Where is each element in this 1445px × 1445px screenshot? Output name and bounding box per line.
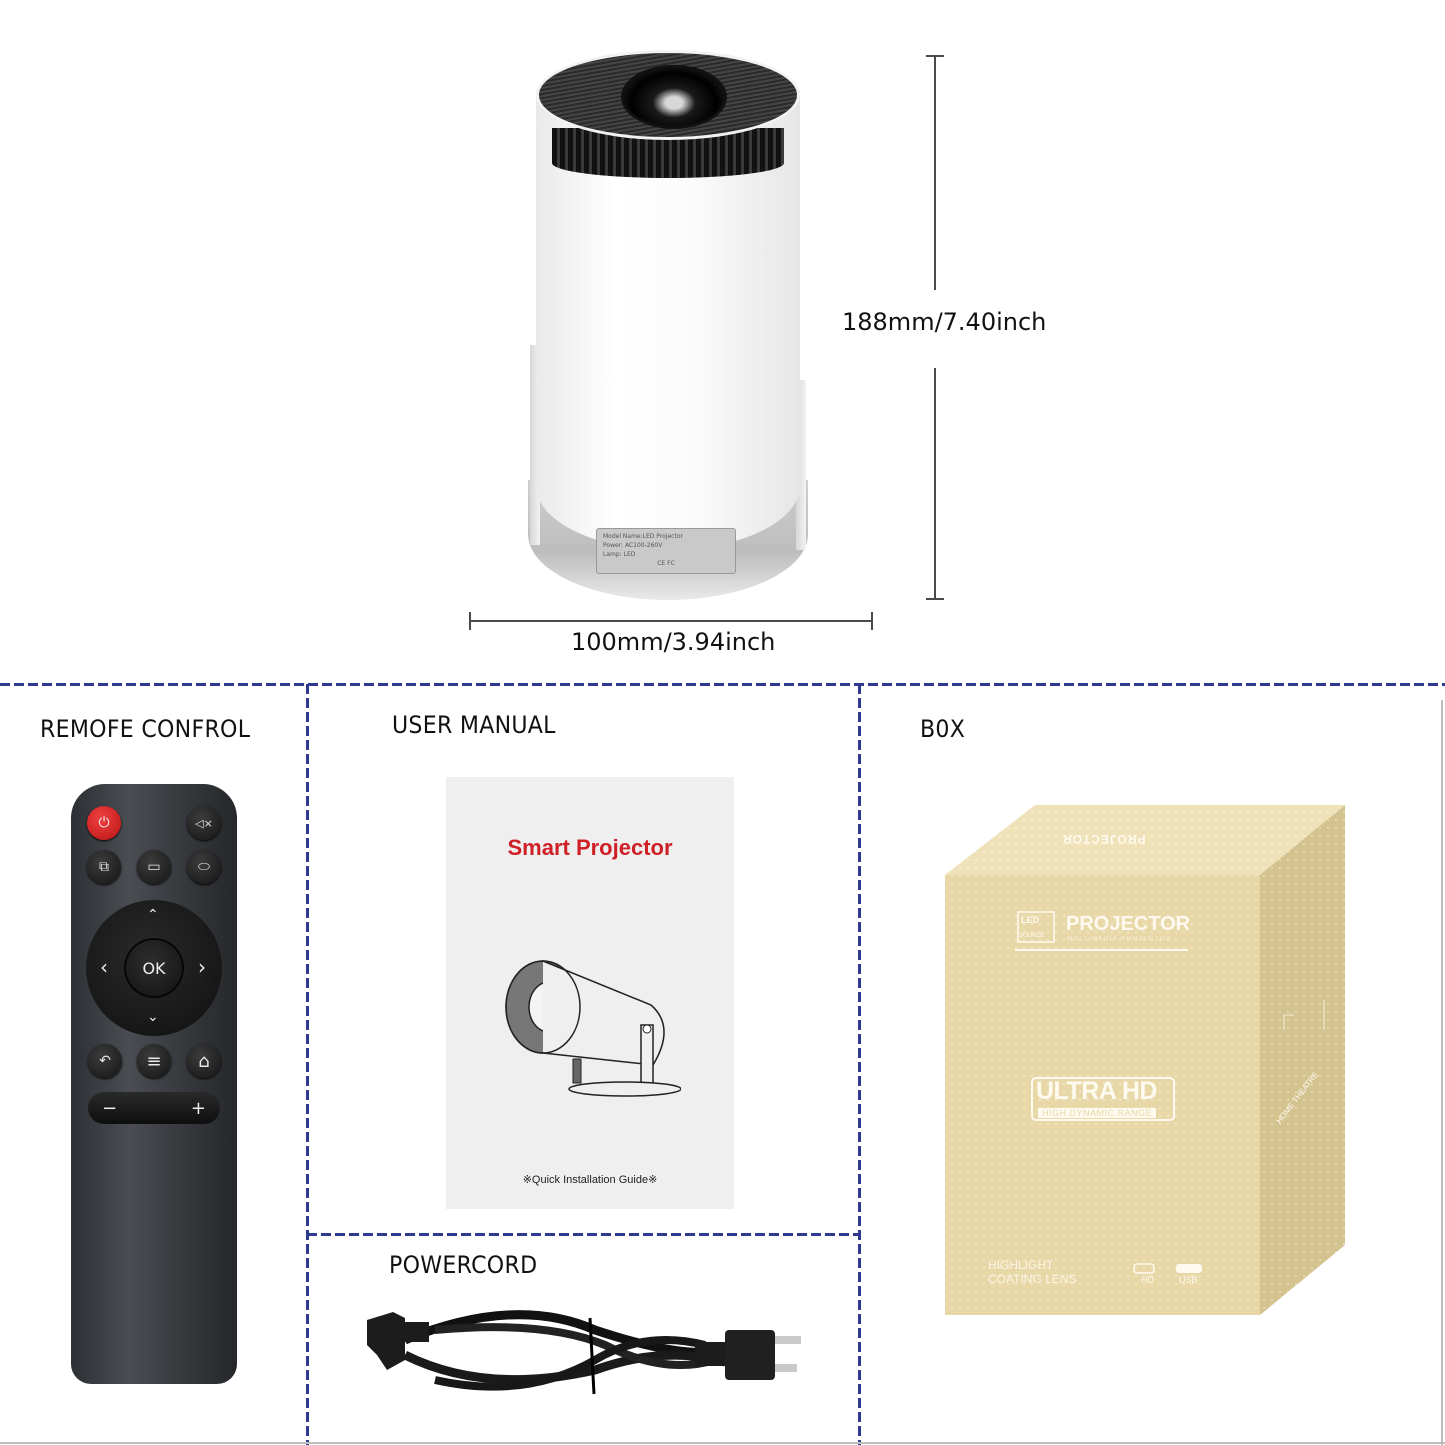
menu-icon: ≡	[146, 1050, 162, 1072]
box-badge-main: ULTRA HD	[1036, 1077, 1157, 1105]
box-logo-source: SOURCE	[1019, 933, 1045, 939]
box-port-usb: USB	[1179, 1275, 1198, 1285]
manual-panel-title: USER MANUAL	[392, 711, 556, 739]
up-arrow-button[interactable]: ⌃	[147, 907, 159, 923]
power-button[interactable]: ⏻	[87, 806, 121, 840]
volume-rocker[interactable]: − +	[88, 1092, 220, 1124]
remote-control: ⏻ ◁× ⧉ ▭ ⬭ ⌃ ⌄ ‹ › OK ↶ ≡ ⌂ − +	[71, 784, 237, 1384]
power-icon: ⏻	[98, 815, 110, 831]
width-dimension-cap-right	[871, 612, 873, 630]
user-manual-cover: Smart Projector ※Quick Installation Guid…	[446, 777, 734, 1209]
home-icon: ⌂	[198, 1050, 210, 1072]
mouse-icon: ⬭	[198, 859, 210, 875]
mute-button[interactable]: ◁×	[187, 806, 221, 840]
projector-stand-right	[796, 380, 806, 550]
projector-line-drawing-icon	[505, 960, 681, 1097]
projector-top-grille	[536, 50, 800, 140]
plug-connector	[695, 1330, 801, 1380]
divider-left	[306, 684, 309, 1445]
home-button[interactable]: ⌂	[187, 1044, 221, 1078]
input-button[interactable]: ⧉	[87, 850, 121, 884]
down-arrow-button[interactable]: ⌄	[147, 1009, 159, 1025]
box-3d-shape	[945, 805, 1345, 1315]
remote-panel-title: REMOFE CONFROL	[40, 715, 251, 743]
divider-right	[858, 684, 861, 1445]
box-panel-title: B0X	[920, 715, 966, 743]
cast-button[interactable]: ▭	[137, 850, 171, 884]
power-cord-image	[367, 1310, 801, 1395]
back-button[interactable]: ↶	[88, 1044, 122, 1078]
box-port-hd: HD	[1141, 1275, 1154, 1285]
right-arrow-button[interactable]: ›	[198, 955, 206, 979]
projector-product-image: Model Name:LED Projector Power: AC100-26…	[528, 50, 808, 600]
box-brand: PROJECTOR	[1066, 913, 1191, 935]
volume-down-button[interactable]: −	[102, 1097, 118, 1119]
back-icon: ↶	[99, 1053, 111, 1069]
projector-stand-left	[530, 345, 540, 545]
divider-middle	[307, 1233, 859, 1236]
height-dimension-cap-top	[926, 55, 944, 57]
right-edge	[1441, 700, 1443, 1445]
box-logo-led: LED	[1021, 915, 1039, 925]
box-feature-line1: HIGHLIGHT	[988, 1258, 1054, 1272]
bottom-edge	[0, 1442, 1445, 1444]
width-dimension-line	[470, 620, 873, 622]
projector-rating-label: Model Name:LED Projector Power: AC100-26…	[596, 528, 736, 574]
ok-button[interactable]: OK	[124, 938, 184, 998]
c7-connector	[367, 1312, 429, 1370]
directional-pad: ⌃ ⌄ ‹ › OK	[86, 900, 222, 1036]
box-badge-sub: HIGH DYNAMIC RANGE	[1038, 1108, 1157, 1118]
screen-cast-icon: ▭	[147, 859, 161, 875]
manual-cover-footer: ※Quick Installation Guide※	[522, 1174, 658, 1186]
box-brand-sub: MULTIMEDIA PROJECTOR	[1067, 936, 1172, 942]
box-feature-line2: COATING LENS	[988, 1272, 1077, 1286]
input-source-icon: ⧉	[99, 859, 109, 875]
left-arrow-button[interactable]: ‹	[100, 955, 108, 979]
projector-lens	[621, 65, 727, 129]
mute-icon: ◁×	[195, 816, 213, 830]
divider-top	[0, 683, 1445, 686]
box-top-text: PROJECTOR	[1062, 832, 1146, 846]
menu-button[interactable]: ≡	[137, 1044, 171, 1078]
manual-cover-title: Smart Projector	[507, 835, 673, 860]
height-dimension-label: 188mm/7.40inch	[842, 308, 1047, 336]
volume-up-button[interactable]: +	[190, 1097, 206, 1119]
height-dimension-cap-bottom	[926, 598, 944, 600]
mouse-button[interactable]: ⬭	[187, 850, 221, 884]
width-dimension-label: 100mm/3.94inch	[571, 628, 776, 656]
width-dimension-cap-left	[469, 612, 471, 630]
powercord-panel-title: POWERCORD	[389, 1251, 538, 1279]
